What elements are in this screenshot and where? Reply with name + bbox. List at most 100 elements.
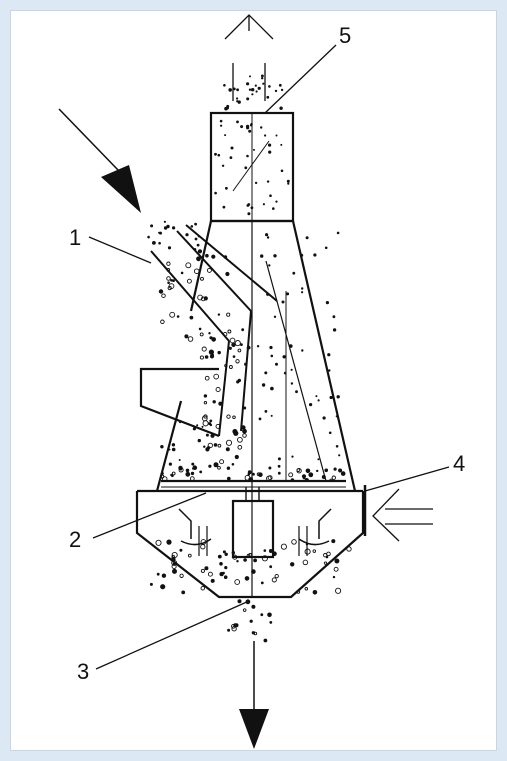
particle	[199, 355, 204, 360]
particle	[231, 626, 237, 632]
particle	[248, 88, 252, 91]
leader-4	[364, 466, 450, 492]
particle	[167, 281, 170, 285]
particle	[201, 258, 204, 261]
distribution-plate	[161, 479, 346, 488]
particle	[210, 578, 215, 583]
particle	[217, 153, 221, 157]
particle	[243, 406, 247, 410]
particle	[149, 582, 153, 586]
particle	[217, 443, 222, 448]
particle	[304, 587, 309, 591]
particle	[170, 279, 173, 282]
particle	[242, 428, 247, 434]
particle	[204, 375, 210, 381]
particle	[290, 562, 295, 567]
particle	[226, 466, 231, 470]
particle	[229, 337, 236, 344]
particle	[229, 156, 233, 160]
particle	[213, 443, 218, 447]
particle	[178, 420, 182, 424]
label-4: 4	[453, 451, 465, 476]
particle	[273, 315, 277, 318]
particle	[217, 465, 221, 470]
particle	[248, 553, 253, 557]
particle	[256, 345, 260, 348]
particle	[206, 267, 212, 273]
particle	[168, 462, 172, 466]
label-1: 1	[69, 225, 81, 250]
particle	[158, 289, 164, 294]
particle	[196, 256, 201, 262]
particle	[305, 468, 311, 474]
particle	[213, 462, 219, 468]
particle	[226, 312, 231, 317]
particle	[304, 478, 309, 482]
particle	[267, 475, 273, 481]
particle	[266, 236, 270, 239]
particle	[309, 403, 313, 407]
particle	[222, 331, 228, 337]
particle	[236, 120, 239, 124]
particle	[224, 363, 228, 368]
particle	[335, 445, 339, 448]
particle	[193, 248, 197, 251]
particle	[248, 129, 252, 133]
particle	[280, 169, 284, 173]
particle	[179, 548, 183, 552]
particle	[217, 554, 222, 559]
particle	[273, 254, 277, 258]
particle	[286, 179, 290, 183]
particle	[158, 231, 161, 234]
particle	[305, 236, 309, 240]
particle	[203, 394, 208, 398]
particle	[251, 93, 254, 96]
particle	[317, 458, 320, 461]
particle	[197, 249, 203, 254]
particle	[288, 472, 294, 478]
particle	[234, 454, 239, 460]
particle	[171, 443, 176, 447]
particle	[241, 328, 245, 332]
particle	[219, 459, 225, 465]
particle	[190, 471, 195, 476]
particle	[268, 85, 271, 88]
particle	[266, 180, 270, 183]
particle	[249, 75, 251, 78]
particle	[249, 619, 253, 623]
particle	[227, 476, 231, 481]
particle	[266, 292, 270, 296]
particle	[212, 400, 216, 404]
particle	[223, 255, 228, 259]
particle	[185, 262, 192, 269]
particle	[300, 253, 304, 257]
particle	[272, 551, 277, 556]
particle	[331, 475, 336, 480]
particle	[268, 150, 272, 154]
particle	[172, 279, 175, 282]
particle	[204, 355, 209, 359]
particle	[269, 565, 273, 569]
particle	[275, 362, 278, 366]
particle	[323, 553, 328, 558]
particle	[246, 82, 250, 86]
particle	[163, 226, 168, 230]
particle	[324, 468, 329, 473]
particle	[261, 74, 264, 78]
particle	[315, 395, 318, 398]
particle	[201, 346, 207, 352]
particle	[246, 553, 251, 558]
particle	[213, 373, 220, 380]
particle	[225, 447, 230, 452]
particle	[225, 271, 230, 277]
particle	[167, 286, 172, 291]
particle	[204, 566, 209, 571]
particle	[269, 345, 273, 350]
particle	[321, 475, 326, 479]
particle	[193, 268, 200, 274]
particle	[242, 608, 247, 612]
particle	[226, 104, 230, 108]
particle	[181, 590, 186, 595]
particle	[243, 558, 247, 562]
particle	[179, 573, 184, 578]
